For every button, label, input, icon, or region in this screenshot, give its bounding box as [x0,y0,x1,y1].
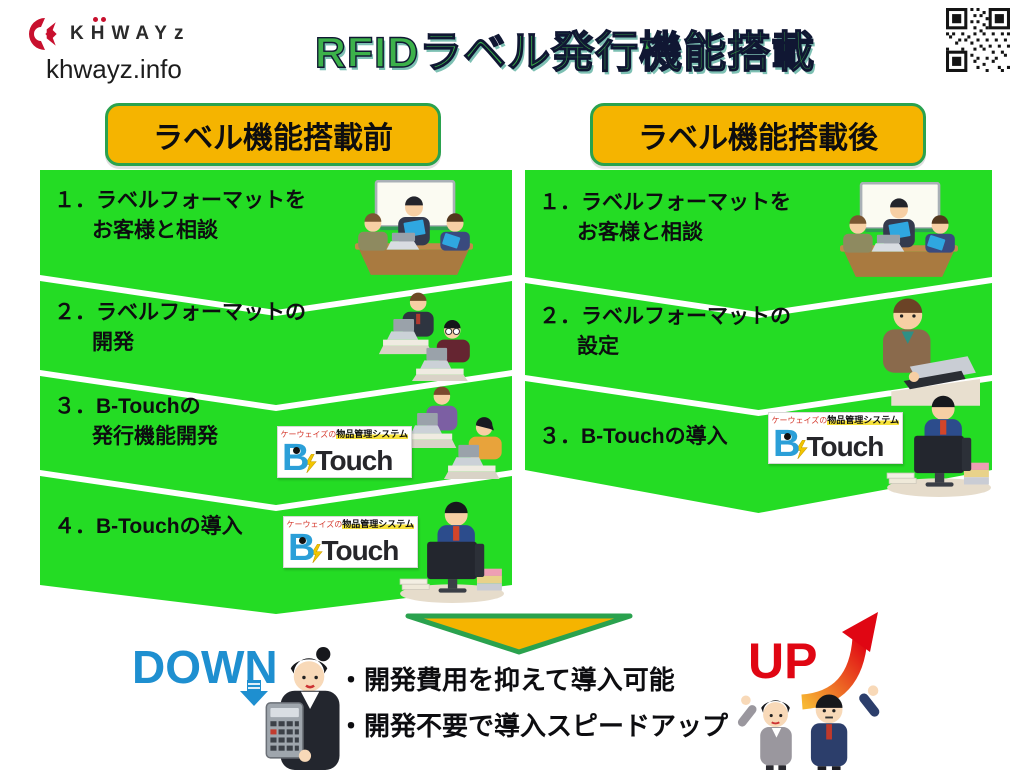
before-step-3: ３．B-Touchの 発行機能開発 [54,395,218,449]
up-label: UP [748,633,818,689]
brand-dot-icon [101,17,106,22]
brand-dot-icon [93,17,98,22]
before-header: ラベル機能搭載前 [105,103,441,166]
btouch-system-label: 物品管理システム [827,415,899,425]
btouch-brand-prefix: ケーウェイズの [280,430,337,439]
benefit-bullet-1: ・開発費用を抑えて導入可能 [338,665,675,695]
khwayz-mark-icon [29,18,57,50]
btouch-system-label: 物品管理システム [342,519,414,529]
down-funnel-icon [405,613,633,655]
qr-code-icon [946,8,1010,72]
btouch-touch-word: Touch [806,431,884,462]
meeting-clipart-icon [840,182,958,277]
benefit-bullet-2: ・開発不要で導入スピードアップ [338,711,729,741]
after-column: １．ラベルフォーマットを お客様と相談 ２．ラベルフォーマットの 設定 ３．B-… [525,170,992,514]
after-header: ラベル機能搭載後 [590,103,926,166]
btouch-brand-prefix: ケーウェイズの [771,416,828,425]
btouch-b-letter: B [773,423,801,465]
meeting-clipart-icon [355,180,473,275]
after-step-2: ２．ラベルフォーマットの 設定 [539,305,791,359]
brand-site-url: khwayz.info [46,54,182,84]
man-at-desk-clipart-icon [886,395,991,497]
btouch-logo: ケーウェイズの物品管理システム B Touch [283,516,418,568]
cheering-people-clipart-icon [737,685,880,770]
lightning-bolt-icon [310,544,324,563]
before-step-4: ４．B-Touchの導入 [54,515,243,538]
after-step-3: ３．B-Touchの導入 [539,425,728,448]
developers-clipart-icon [378,292,470,381]
man-at-desk-clipart-icon [399,501,504,603]
man-with-tablet-clipart-icon [883,298,980,406]
page-title: RFIDラベル発行機能搭載 [314,28,816,77]
btouch-logo: ケーウェイズの物品管理システム B Touch [768,412,903,464]
down-arrow-icon [240,680,268,706]
before-step-2: ２．ラベルフォーマットの 開発 [54,301,306,355]
btouch-touch-word: Touch [315,445,393,476]
up-curved-arrow-icon [801,612,878,710]
btouch-touch-word: Touch [321,535,399,566]
after-step-1: １．ラベルフォーマットを お客様と相談 [539,191,791,245]
btouch-b-letter: B [282,437,310,479]
woman-with-calculator-clipart-icon [265,647,340,770]
btouch-logo: ケーウェイズの物品管理システム B Touch [277,426,412,478]
lightning-bolt-icon [304,454,318,473]
before-step-1: １．ラベルフォーマットを お客様と相談 [54,189,306,243]
before-column: １．ラベルフォーマットを お客様と相談 ２．ラベルフォーマットの 開発 ３．B-… [40,170,512,616]
brand-name: KHWAYz [70,23,191,44]
btouch-brand-prefix: ケーウェイズの [286,520,343,529]
btouch-system-label: 物品管理システム [336,429,408,439]
developers-clipart-icon [402,386,502,479]
lightning-bolt-icon [795,440,809,459]
btouch-b-letter: B [288,527,316,569]
